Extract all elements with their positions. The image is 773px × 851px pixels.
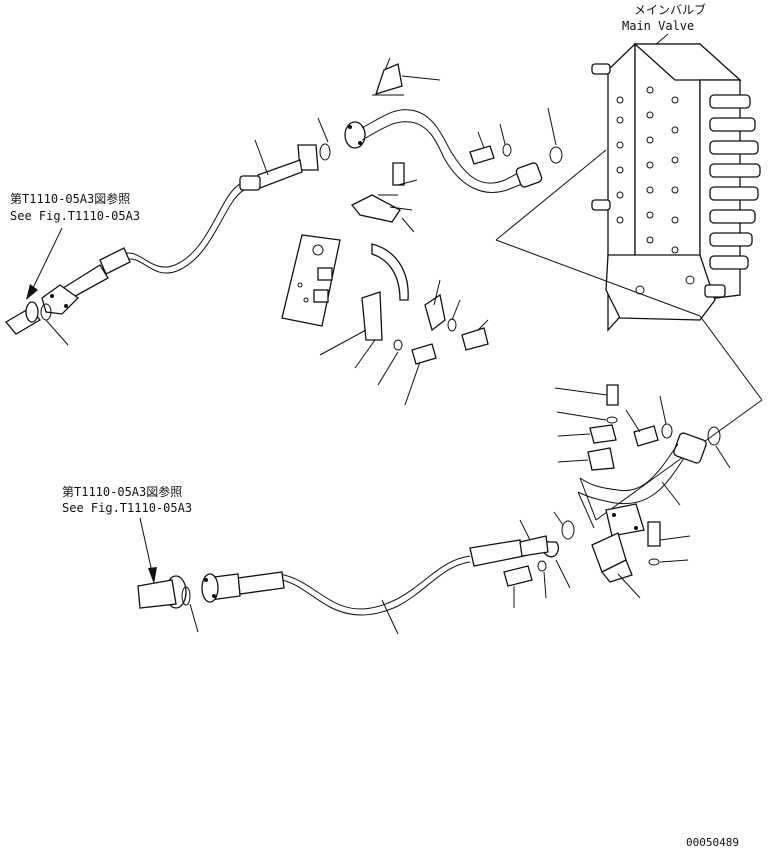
ref-top-label-jp: 第T1110-05A3図参照 [10, 191, 130, 206]
valve-connect-line-lower [495, 239, 701, 317]
lower-o-rings [503, 511, 575, 608]
ref-bottom-label-en: See Fig.T1110-05A3 [62, 501, 192, 515]
bracket-plate [281, 234, 341, 327]
valve-connect-line-right [699, 315, 763, 401]
lower-left-hose [137, 519, 549, 635]
upper-hose-fitting [239, 139, 319, 191]
main-valve [591, 33, 761, 332]
main-valve-label-en: Main Valve [622, 19, 694, 33]
valve-connect-line-upper [495, 149, 607, 241]
ref-bottom-label-jp: 第T1110-05A3図参照 [62, 484, 182, 499]
upper-tube [344, 109, 543, 193]
upper-bolts [469, 107, 563, 165]
lower-hardware [554, 384, 673, 471]
small-clip [424, 279, 489, 351]
upper-mid-hardware [350, 162, 418, 233]
ref-top-arrow [26, 227, 63, 300]
o-ring-upper-left [319, 143, 331, 161]
valve-spools [704, 94, 761, 298]
bracket-bolt [377, 339, 437, 406]
bracket-arm [319, 243, 409, 369]
lower-tube [577, 426, 731, 537]
lower-right-hardware [591, 521, 691, 599]
ref-bottom-arrow [139, 517, 157, 584]
valve-connect-line-diag [595, 399, 763, 521]
valve-ports [616, 86, 695, 295]
upper-clamp [372, 57, 441, 96]
ref-top-label-en: See Fig.T1110-05A3 [10, 209, 140, 223]
main-valve-label-jp: メインバルブ [634, 2, 706, 17]
drawing-number: 00050489 [686, 836, 739, 849]
upper-left-hose [5, 183, 245, 346]
